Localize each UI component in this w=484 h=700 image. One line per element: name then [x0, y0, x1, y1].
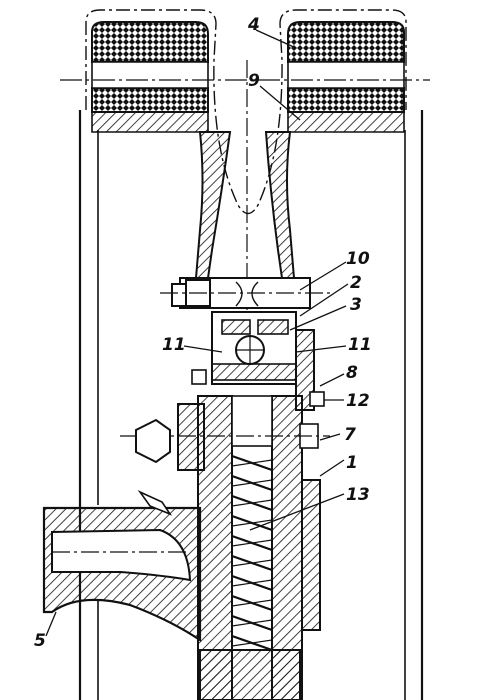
tyre-left [91, 21, 209, 133]
callout-2: 2 [350, 273, 362, 293]
callout-1: 1 [346, 453, 358, 473]
leader-lines [45, 29, 349, 637]
callout-8: 8 [346, 363, 358, 383]
callout-5: 5 [34, 631, 46, 651]
callout-12: 12 [346, 391, 370, 411]
bearing-assembly [191, 311, 325, 411]
callout-9: 9 [248, 71, 260, 91]
cylinder-section [120, 395, 330, 700]
callout-13: 13 [346, 485, 370, 505]
callout-3: 3 [350, 295, 362, 315]
callout-4: 4 [247, 15, 260, 35]
lever-arm [42, 490, 202, 643]
callout-10: 10 [346, 249, 370, 269]
callout-7: 7 [344, 425, 356, 445]
callout-labels: 4 9 10 2 3 11 11 8 12 7 1 13 5 [34, 15, 372, 651]
top-bolt-assembly [160, 277, 330, 309]
housing-outline [85, 9, 407, 215]
callout-11-right: 11 [348, 335, 372, 355]
coil-spring [231, 454, 273, 652]
callout-11-left: 11 [162, 335, 186, 355]
fork-body [194, 60, 296, 320]
tyre-right [287, 21, 405, 133]
